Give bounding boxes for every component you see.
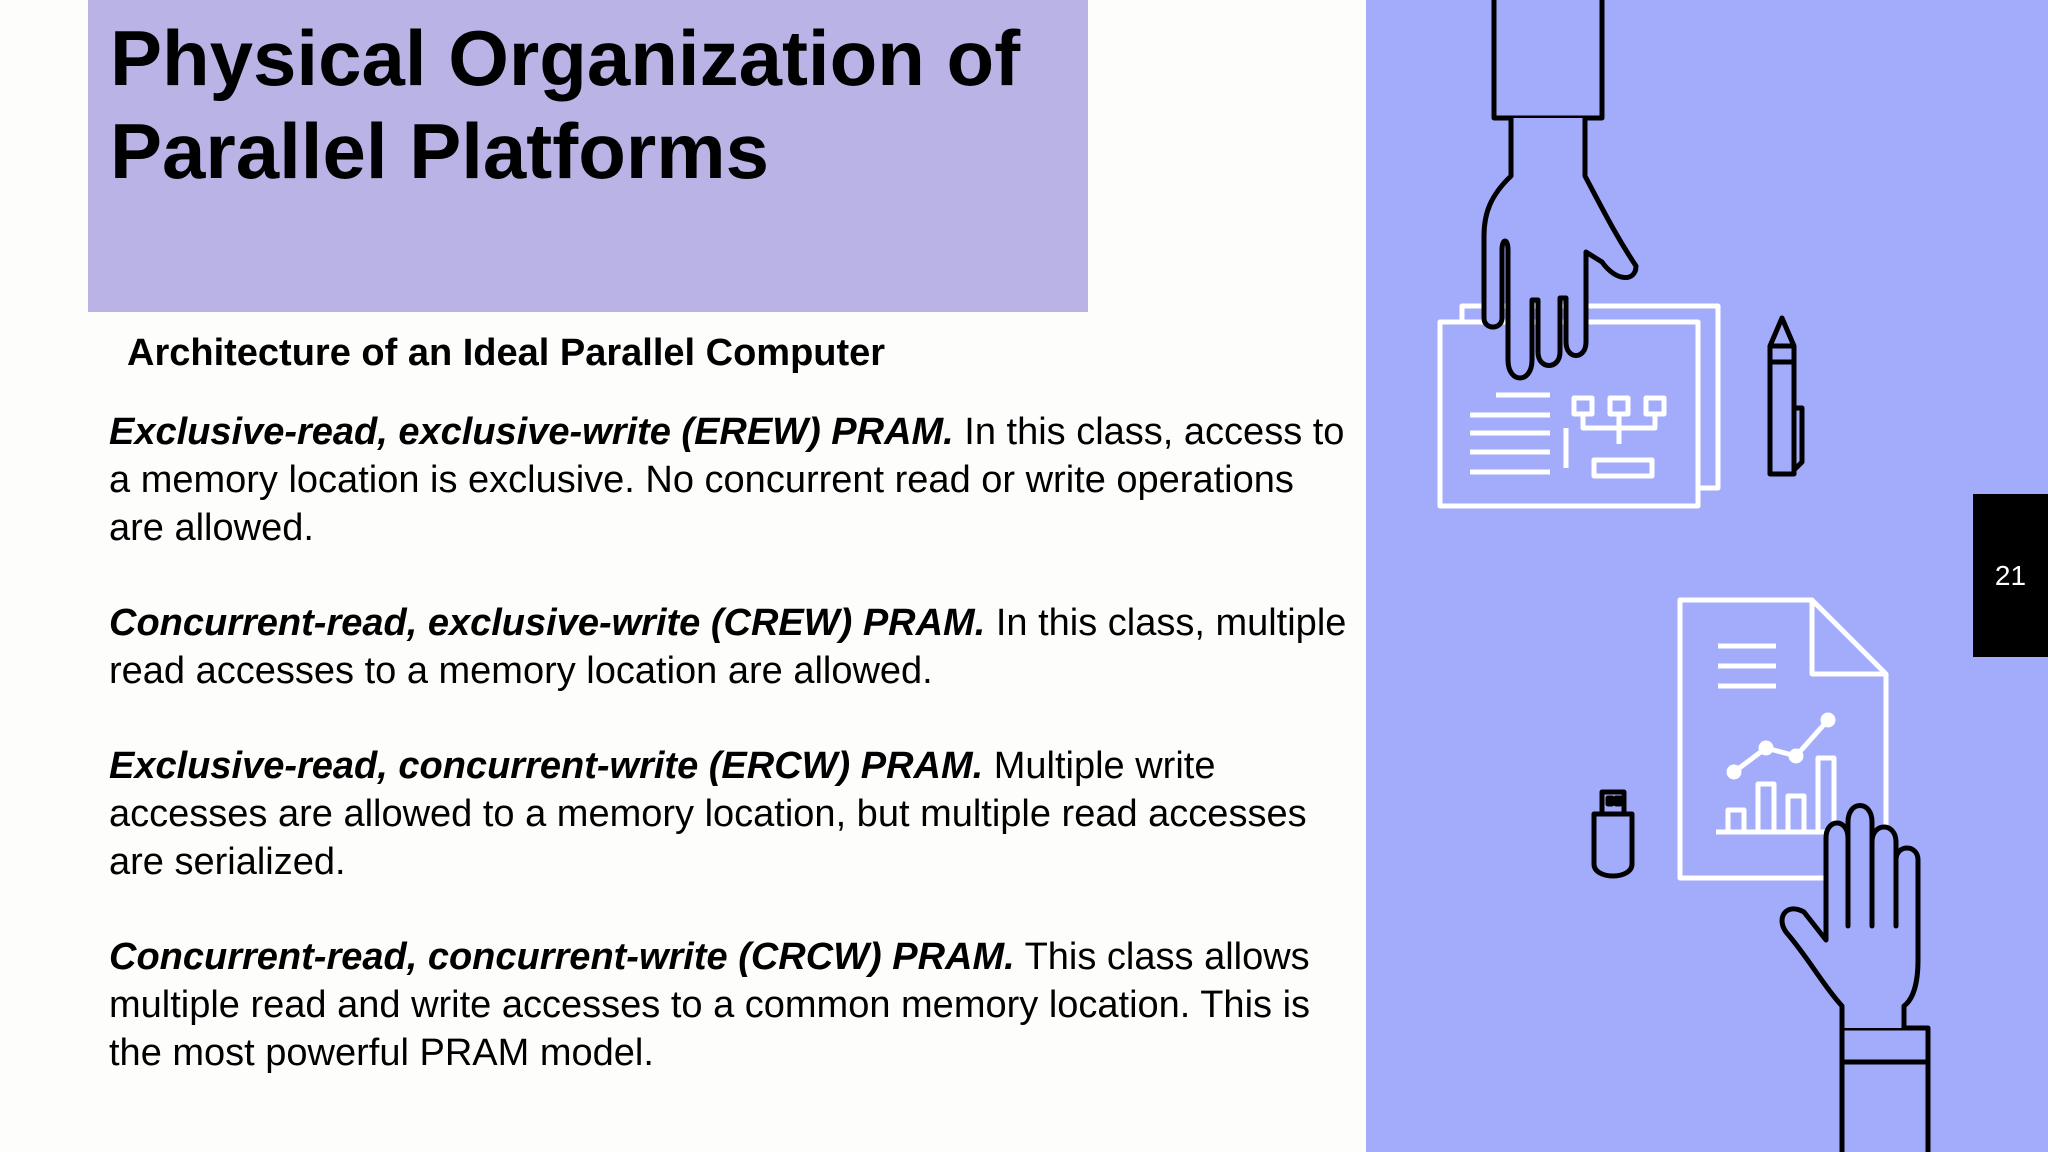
slide-subtitle: Architecture of an Ideal Parallel Comput… (127, 332, 886, 374)
document-folder-icon (1437, 303, 1721, 509)
usb-drive-icon (1591, 789, 1635, 879)
paragraph-text: In this class, multiple read accesses to… (109, 602, 1347, 692)
illustration (1437, 0, 1931, 1152)
paragraph-crcw: Concurrent-read, concurrent-write (CRCW)… (109, 933, 1349, 1077)
paragraph-lead: Exclusive-read, concurrent-write (ERCW) … (109, 745, 984, 787)
paragraph-text: This class allows multiple read and writ… (109, 936, 1311, 1074)
paragraph-lead: Exclusive-read, exclusive-write (EREW) P… (109, 411, 954, 453)
paragraph-text: In this class, access to a memory locati… (109, 411, 1345, 549)
paragraph-erew: Exclusive-read, exclusive-write (EREW) P… (109, 408, 1349, 552)
pen-icon (1767, 315, 1805, 477)
paragraph-lead: Concurrent-read, exclusive-write (CREW) … (109, 602, 986, 644)
paragraph-crew: Concurrent-read, exclusive-write (CREW) … (109, 599, 1349, 695)
paragraph-lead: Concurrent-read, concurrent-write (CRCW)… (109, 936, 1015, 978)
title-band (88, 0, 1088, 312)
slide-body: Exclusive-read, exclusive-write (EREW) P… (109, 408, 1349, 1124)
hand-icon (1779, 803, 1931, 1152)
illustration-panel (1366, 0, 2048, 1152)
hand-icon (1481, 0, 1639, 381)
page-number: 21 (1973, 494, 2048, 657)
paragraph-text: Multiple write accesses are allowed to a… (109, 745, 1307, 883)
paragraph-ercw: Exclusive-read, concurrent-write (ERCW) … (109, 742, 1349, 886)
slide-title: Physical Organization of Parallel Platfo… (110, 14, 1021, 195)
